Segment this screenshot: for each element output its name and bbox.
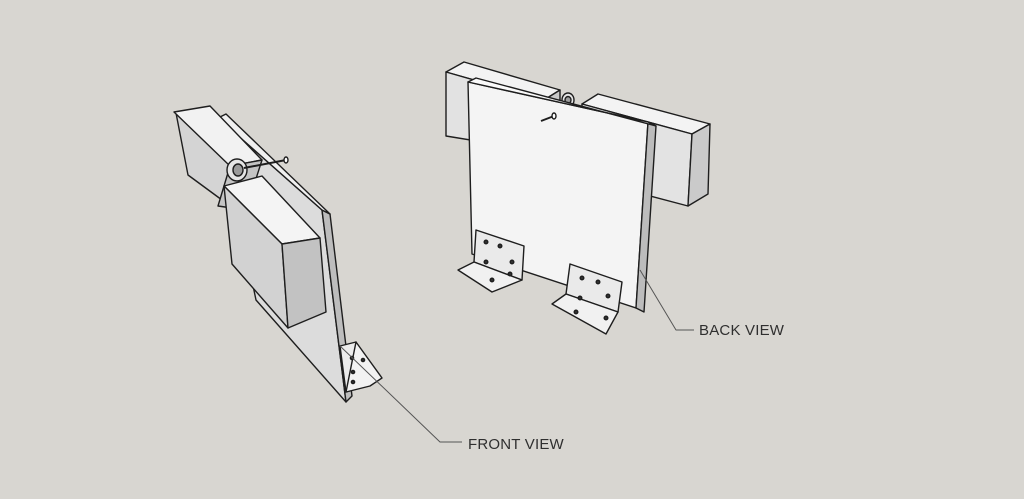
back-bracket-hole: [595, 279, 601, 285]
front-view-callout: FRONT VIEW: [468, 436, 564, 453]
back-plate-top: [467, 77, 657, 127]
front-lower-block-side: [281, 237, 327, 329]
back-bracket-hole: [483, 259, 489, 265]
back-bracket-hole: [577, 295, 583, 301]
front-bracket-hole: [360, 357, 366, 363]
back-bracket-hole: [603, 315, 609, 321]
back-right-block-side: [687, 123, 711, 207]
front-board-top: [217, 113, 331, 215]
back-bracket-hole: [509, 259, 515, 265]
back-bracket-hole: [489, 277, 495, 283]
front-axle-pin-end: [283, 156, 289, 164]
back-bracket-hole: [483, 239, 489, 245]
back-axle-pin-end: [551, 112, 557, 120]
back-left-bracket-horizontal: [457, 261, 523, 293]
front-bracket-hole: [350, 369, 356, 375]
back-bracket-hole: [497, 243, 503, 249]
front-view-assembly: [173, 105, 383, 403]
leader-lines: [339, 269, 694, 443]
front-axle-pin: [243, 159, 287, 169]
back-bracket-hole: [573, 309, 579, 315]
back-view-assembly: [445, 61, 711, 335]
front-view-leader: [339, 345, 462, 443]
back-bracket-hole: [605, 293, 611, 299]
back-bracket-hole: [579, 275, 585, 281]
front-bracket-hole: [350, 379, 356, 385]
back-right-bracket-horizontal: [551, 293, 619, 335]
front-bearing-hub: [232, 163, 244, 177]
back-bracket-hole: [507, 271, 513, 277]
back-view-leader: [639, 269, 694, 331]
back-view-callout: BACK VIEW: [699, 322, 785, 339]
